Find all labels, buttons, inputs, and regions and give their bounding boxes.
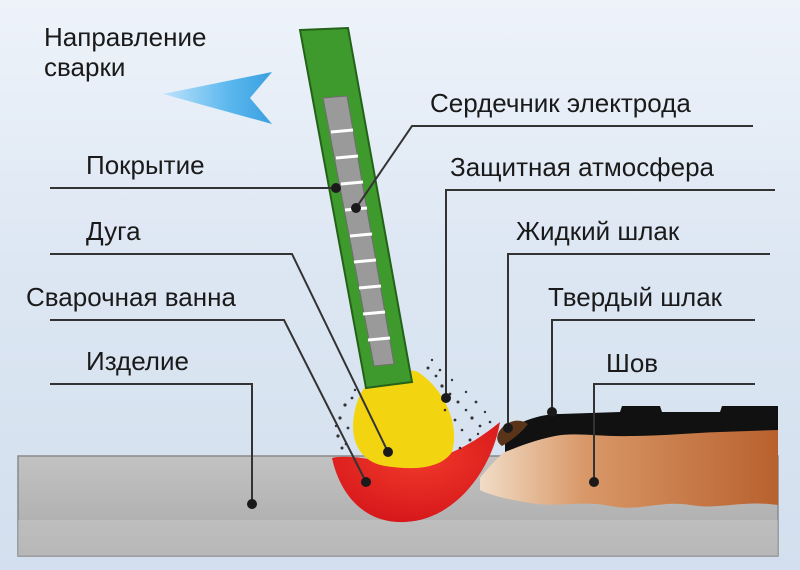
- leader-dots: [247, 183, 599, 509]
- label-electrode-core: Сердечник электрода: [430, 88, 691, 118]
- dot-weld-pool: [361, 477, 371, 487]
- leader-liquid-slag: [507, 253, 770, 428]
- label-liquid-slag: Жидкий шлак: [516, 216, 680, 246]
- leader-weld-pool: [50, 319, 367, 483]
- leader-electrode-core: [355, 125, 753, 209]
- workpiece-lower-highlight: [18, 520, 778, 556]
- dot-arc: [383, 447, 393, 457]
- label-weld-pool: Сварочная ванна: [26, 282, 236, 312]
- leader-workpiece: [50, 383, 253, 504]
- label-coating: Покрытие: [86, 150, 205, 180]
- label-arc: Дуга: [86, 216, 141, 246]
- label-workpiece: Изделие: [86, 346, 189, 376]
- dot-workpiece: [247, 499, 257, 509]
- direction-label-line2: сварки: [44, 52, 126, 82]
- dot-weld-seam: [589, 477, 599, 487]
- label-shielding-atmosphere: Защитная атмосфера: [450, 152, 715, 182]
- direction-label-line1: Направление: [44, 22, 207, 52]
- dot-coating: [331, 183, 341, 193]
- welding-arc: [353, 370, 455, 469]
- leader-weld-seam: [593, 383, 755, 482]
- direction-arrow: [163, 72, 272, 124]
- dot-electrode-core: [351, 203, 361, 213]
- label-solid-slag: Твердый шлак: [548, 282, 723, 312]
- leader-arc: [50, 253, 389, 453]
- solid-slag: [505, 406, 778, 452]
- weld-pool: [332, 422, 500, 523]
- dot-solid-slag: [547, 407, 557, 417]
- dot-liquid-slag: [503, 423, 513, 433]
- shielding-particles: [334, 358, 492, 450]
- direction-label: Направление сварки: [44, 22, 206, 82]
- electrode-core: [322, 95, 395, 367]
- leader-shielding: [445, 189, 775, 398]
- leader-lines: [50, 125, 775, 504]
- label-weld-seam: Шов: [606, 348, 659, 378]
- leader-solid-slag: [551, 319, 755, 412]
- dot-shielding: [441, 393, 451, 403]
